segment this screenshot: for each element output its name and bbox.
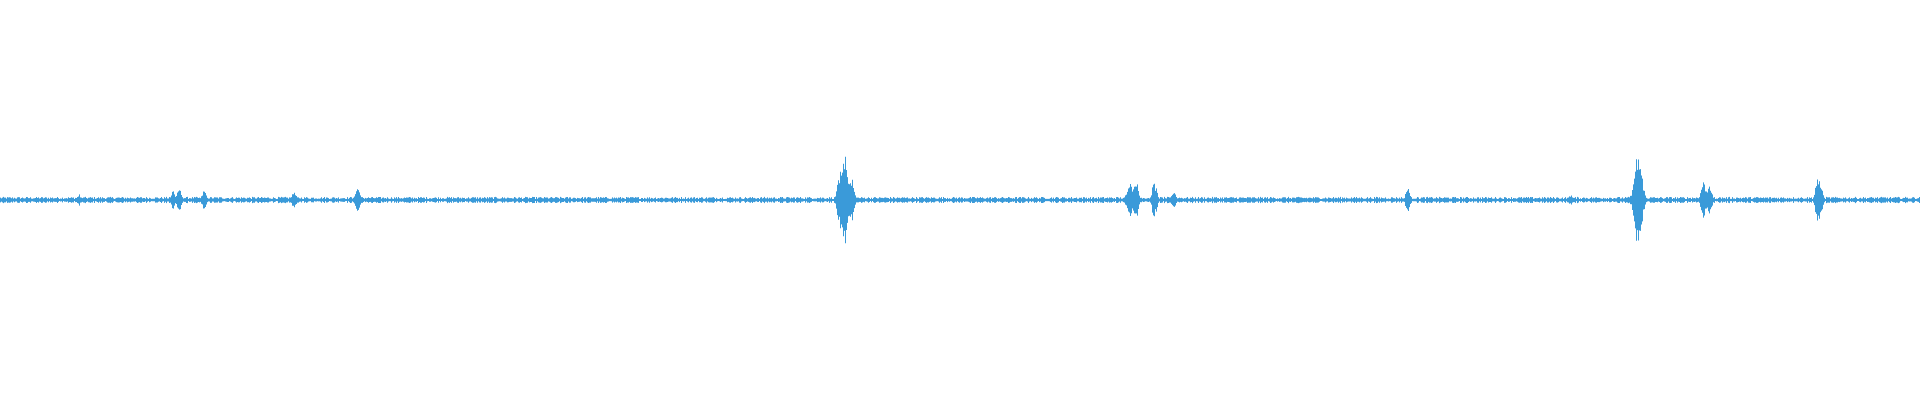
waveform-peaks [0,156,1920,244]
waveform-peak-path [0,156,1920,244]
